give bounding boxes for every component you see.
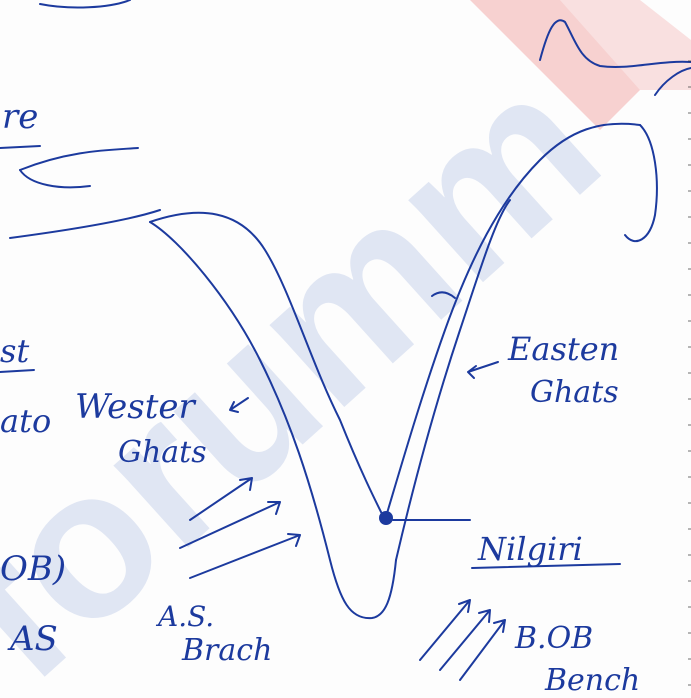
label-left-fragment-4: AS [7, 619, 58, 659]
label-bob-branch-2: Bench [544, 663, 640, 698]
label-left-fragment-2: ato [0, 402, 51, 440]
bob-branch-arrow-1 [420, 600, 470, 660]
top-right-coast [540, 20, 691, 67]
label-western-ghats-1: Wester [75, 387, 197, 427]
eastern-ghats-inner [396, 200, 510, 560]
label-eastern-ghats-2: Ghats [530, 375, 619, 410]
eastern-ghats-outer [385, 124, 640, 520]
label-eastern-ghats-1: Easten [507, 330, 619, 368]
label-left-fragment-1: st [0, 332, 29, 370]
left-curve-mid [10, 210, 160, 238]
top-left-underline [0, 146, 40, 148]
western-ghats-outer [150, 213, 385, 520]
right-edge-curve [655, 68, 691, 95]
label-left-fragment-3: OB) [0, 549, 66, 589]
top-scribble [40, 0, 130, 7]
nilgiri-dot [380, 512, 392, 524]
as-branch-arrow-1 [190, 478, 252, 520]
right-coast [625, 125, 657, 241]
eastern-ghats-arrow [468, 362, 498, 378]
left-curve-top-2 [20, 170, 90, 187]
label-top-left-fragment: re [2, 97, 38, 137]
left-curve-top [20, 148, 138, 170]
label-as-branch-2: Brach [181, 633, 272, 668]
label-nilgiri: Nilgiri [477, 530, 583, 568]
left-underline [0, 370, 34, 372]
label-bob-branch-1: B.OB [514, 621, 593, 656]
as-branch-arrow-2 [180, 502, 280, 548]
eastern-hook [432, 292, 455, 298]
bob-branch-arrow-2 [440, 610, 490, 670]
western-ghats-arrow [230, 398, 248, 412]
bob-branch-arrow-3 [460, 620, 505, 680]
label-western-ghats-2: Ghats [118, 435, 207, 470]
as-branch-arrow-3 [190, 534, 300, 578]
label-as-branch-1: A.S. [155, 600, 214, 633]
